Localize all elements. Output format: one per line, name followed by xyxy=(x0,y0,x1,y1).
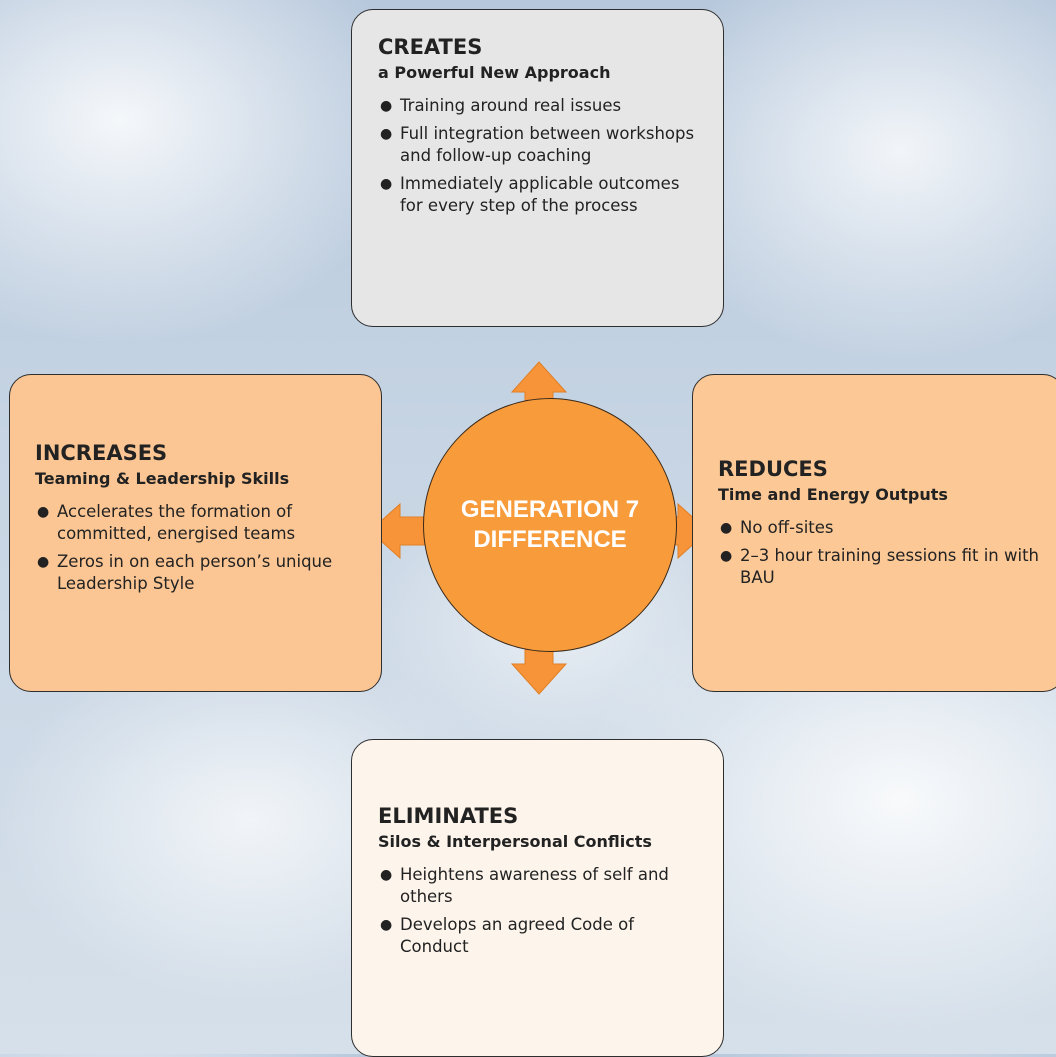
bullet-icon: ● xyxy=(380,126,393,142)
box-title: CREATES xyxy=(378,35,483,59)
list-item-text: Zeros in on each person’s unique Leaders… xyxy=(57,552,333,593)
list-item-text: 2–3 hour training sessions fit in with B… xyxy=(740,546,1040,587)
center-label-line1: GENERATION 7 xyxy=(460,496,640,523)
bullet-icon: ● xyxy=(37,554,50,570)
bullet-icon: ● xyxy=(37,504,50,520)
list-item-text: Full integration between workshops and f… xyxy=(400,124,695,165)
list-item: ● Zeros in on each person’s unique Leader… xyxy=(37,551,357,595)
bullet-icon: ● xyxy=(380,867,393,883)
reduces-box: REDUCES Time and Energy Outputs ● No off-… xyxy=(692,374,1056,692)
list-item-text: No off-sites xyxy=(740,518,834,537)
list-item: ● No off-sites xyxy=(720,517,1040,539)
creates-box: CREATES a Powerful New Approach ● Trainin… xyxy=(351,9,724,327)
list-item: ● 2–3 hour training sessions fit in with … xyxy=(720,545,1040,589)
box-subtitle: Time and Energy Outputs xyxy=(718,485,948,504)
box-subtitle: Silos & Interpersonal Conflicts xyxy=(378,832,652,851)
list-item: ● Training around real issues xyxy=(380,95,697,117)
bullet-icon: ● xyxy=(380,917,393,933)
bullet-list: ● Training around real issues ● Full integ… xyxy=(378,95,697,217)
list-item: ● Heightens awareness of self and others xyxy=(380,864,697,908)
list-item: ● Accelerates the formation of committed,… xyxy=(37,501,357,545)
list-item-text: Heightens awareness of self and others xyxy=(400,865,669,906)
center-circle: GENERATION 7 DIFFERENCE xyxy=(423,398,677,652)
list-item: ● Immediately applicable outcomes for eve… xyxy=(380,173,697,217)
list-item: ● Full integration between workshops and … xyxy=(380,123,697,167)
center-label: GENERATION 7 DIFFERENCE xyxy=(450,495,650,555)
eliminates-box: ELIMINATES Silos & Interpersonal Conflic… xyxy=(351,739,724,1057)
bullet-list: ●Heightens awareness of self and others … xyxy=(378,864,697,958)
box-title: REDUCES xyxy=(718,457,828,481)
increases-box: INCREASES Teaming & Leadership Skills ● A… xyxy=(9,374,382,692)
bullet-list: ● No off-sites ● 2–3 hour training session… xyxy=(718,517,1040,589)
list-item-text: Training around real issues xyxy=(400,96,622,115)
box-subtitle: Teaming & Leadership Skills xyxy=(35,469,290,488)
list-item-text: Develops an agreed Code of Conduct xyxy=(400,915,634,956)
list-item: ● Develops an agreed Code of Conduct xyxy=(380,914,697,958)
center-label-line2: DIFFERENCE xyxy=(473,526,627,553)
bullet-icon: ● xyxy=(380,98,393,114)
bullet-icon: ● xyxy=(380,176,393,192)
list-item-text: Immediately applicable outcomes for ever… xyxy=(400,174,680,215)
box-title: INCREASES xyxy=(35,441,168,465)
box-title: ELIMINATES xyxy=(378,804,519,828)
bullet-icon: ● xyxy=(720,520,733,536)
bullet-list: ● Accelerates the formation of committed,… xyxy=(35,501,357,595)
box-subtitle: a Powerful New Approach xyxy=(378,63,611,82)
list-item-text: Accelerates the formation of committed, … xyxy=(57,502,296,543)
bullet-icon: ● xyxy=(720,548,733,564)
